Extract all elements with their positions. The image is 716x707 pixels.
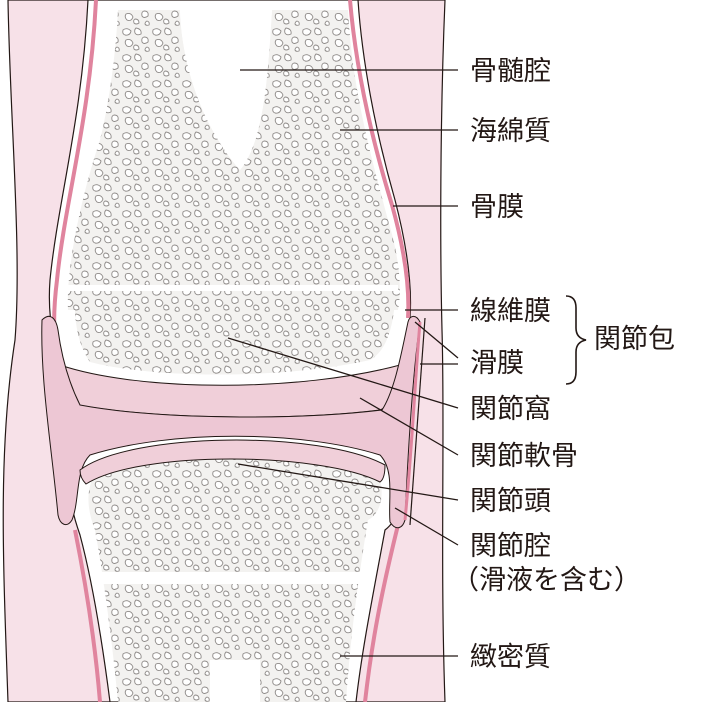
label-joint-capsule: 関節包 <box>594 324 675 355</box>
label-articular-cartilage: 関節軟骨 <box>470 441 578 472</box>
articular-cartilage-tibia <box>79 439 386 485</box>
fibrous-membrane <box>409 317 426 526</box>
synovial-membrane <box>403 321 422 521</box>
label-articular-head: 関節頭 <box>470 486 551 517</box>
label-fibrous-membrane: 線維膜 <box>470 296 551 327</box>
cancellous-bone-femur <box>67 10 400 310</box>
growth-plate-line <box>68 285 398 291</box>
leader-lines <box>227 69 459 657</box>
periosteum-right <box>348 0 411 319</box>
label-periosteum: 骨膜 <box>470 192 524 223</box>
label-articular-fossa: 関節窩 <box>470 394 551 425</box>
cancellous-bone-femur-lower <box>74 300 395 375</box>
joint-capsule-brace <box>565 295 587 385</box>
label-marrow-cavity: 骨髄腔 <box>470 56 551 87</box>
periosteum-tibia-right <box>363 524 400 703</box>
label-joint-cavity-note: （滑液を含む） <box>452 565 641 596</box>
label-compact-bone: 緻密質 <box>470 642 551 673</box>
tibia-marrow-gap <box>210 660 260 702</box>
label-cancellous-bone: 海綿質 <box>470 116 551 147</box>
label-joint-cavity: 関節腔 <box>470 531 551 562</box>
periosteum-tibia-left <box>73 529 102 703</box>
tibia-growth-plate <box>96 572 366 584</box>
label-synovial-membrane: 滑膜 <box>470 348 524 379</box>
marrow-cavity <box>180 10 272 170</box>
cancellous-bone-tibia <box>88 440 382 702</box>
